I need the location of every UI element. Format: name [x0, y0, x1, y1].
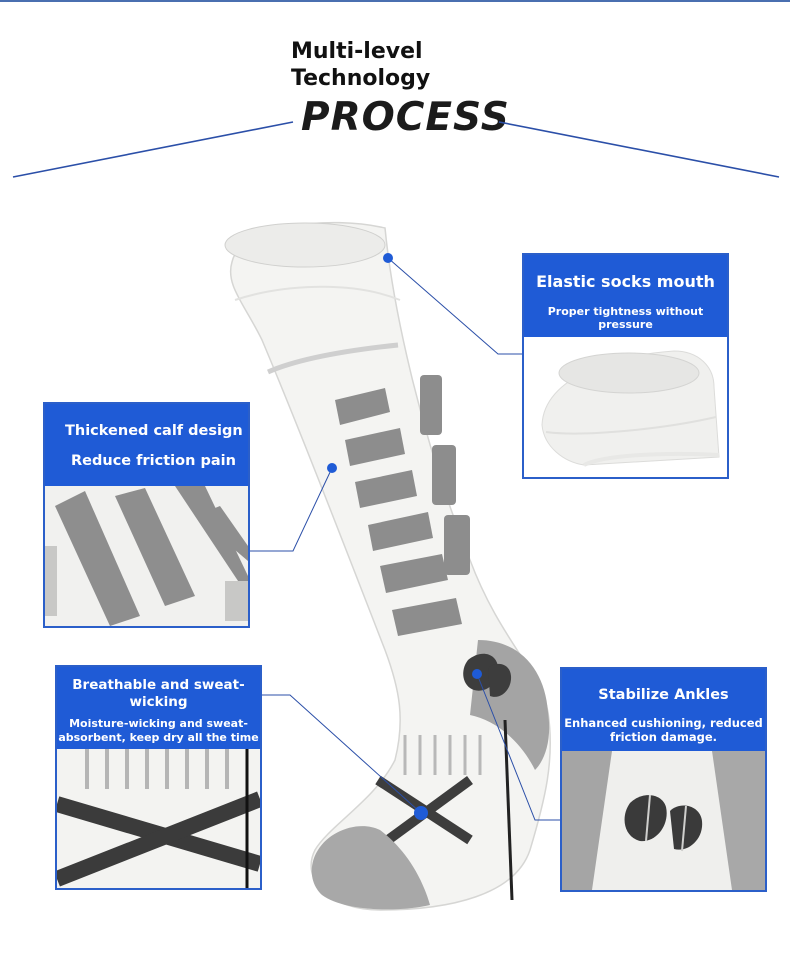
leader-ankle [476, 673, 560, 821]
header-line2: Technology [291, 66, 431, 91]
callout-ankle-header: Stabilize Ankles Enhanced cushioning, re… [562, 669, 765, 751]
callout-dot-icon [327, 463, 337, 473]
header-subtitle: Multi-level Technology [291, 38, 491, 92]
callout-breathable-subtitle: Moisture-wicking and sweat-absorbent, ke… [58, 717, 259, 744]
header-title: PROCESS [301, 95, 510, 140]
callout-dot-icon [472, 669, 482, 679]
sock-illustration [224, 221, 551, 911]
toe-area [311, 826, 430, 910]
callout-breathable-header: Breathable and sweat-wicking Moisture-wi… [57, 667, 260, 749]
callout-breathable: Breathable and sweat-wicking Moisture-wi… [55, 665, 262, 890]
callout-breathable-image [57, 749, 260, 888]
callout-ankle-title: Stabilize Ankles [598, 687, 729, 703]
leader-calf [250, 467, 333, 552]
callout-mouth-title: Elastic socks mouth [536, 272, 715, 291]
callout-calf: Thickened calf design Reduce friction pa… [43, 402, 250, 628]
callout-calf-subtitle: Reduce friction pain [71, 453, 236, 469]
header-right-line [498, 121, 780, 178]
leader-mouth [387, 257, 522, 355]
header-line1: Multi-level [291, 39, 423, 64]
leader-breathable [262, 694, 422, 814]
callout-ankle: Stabilize Ankles Enhanced cushioning, re… [560, 667, 767, 892]
callout-calf-title: Thickened calf design [65, 423, 243, 439]
callout-dot-icon [383, 253, 393, 263]
callout-calf-header: Thickened calf design Reduce friction pa… [45, 404, 248, 486]
callout-calf-image [45, 486, 248, 626]
callout-mouth-subtitle: Proper tightness without pressure [547, 305, 704, 331]
callout-dot-icon [414, 806, 428, 820]
callout-mouth-header: Elastic socks mouth Proper tightness wit… [524, 255, 727, 337]
callout-mouth-image [524, 337, 727, 477]
top-rule [0, 0, 790, 2]
callout-breathable-title: Breathable and sweat-wicking [72, 677, 245, 710]
callout-mouth: Elastic socks mouth Proper tightness wit… [522, 253, 729, 479]
callout-ankle-subtitle: Enhanced cushioning, reduced friction da… [564, 716, 763, 744]
header-left-line [12, 121, 294, 178]
calf-stripes [335, 375, 470, 636]
callout-ankle-image [562, 751, 765, 890]
sock-opening [224, 222, 386, 268]
